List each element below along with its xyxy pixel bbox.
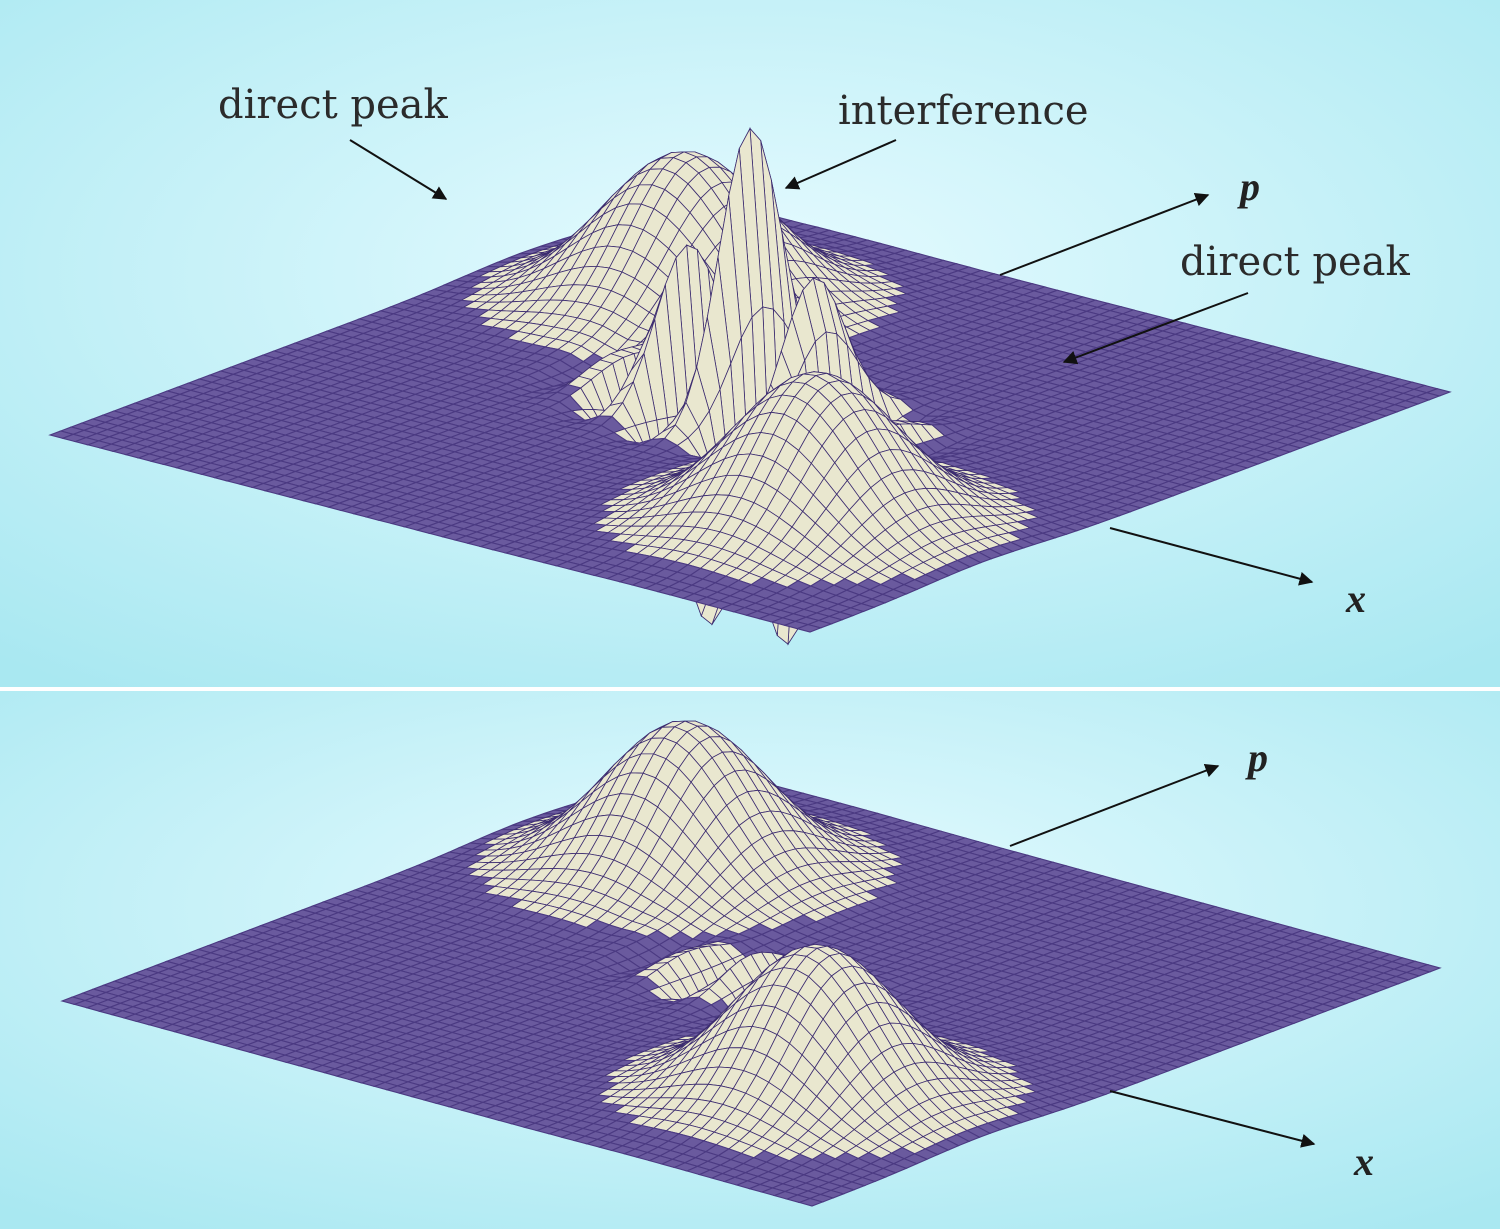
- bottom-panel: p x: [0, 691, 1500, 1229]
- p-axis-label: p: [1237, 164, 1260, 209]
- x-axis-arrow: [1109, 527, 1314, 586]
- surface-mesh: [48, 127, 1452, 646]
- direct-peak-arrow-right: [1062, 292, 1249, 365]
- p-axis-arrow: [999, 192, 1210, 276]
- surface-cell: [795, 624, 823, 633]
- wigner-surface-top: p x direct peak interference direct peak: [0, 0, 1500, 687]
- wigner-surface-bottom: p x: [0, 691, 1500, 1229]
- panel-divider: [0, 687, 1500, 691]
- interference-label: interference: [838, 88, 1089, 134]
- top-panel: p x direct peak interference direct peak: [0, 0, 1500, 687]
- surface-mesh: [60, 720, 1442, 1207]
- interference-arrow: [784, 139, 897, 190]
- direct-peak-arrow-left: [349, 139, 448, 200]
- x-axis-label: x: [1345, 576, 1366, 621]
- direct-peak-label-left: direct peak: [218, 82, 449, 128]
- direct-peak-label-right: direct peak: [1180, 239, 1411, 285]
